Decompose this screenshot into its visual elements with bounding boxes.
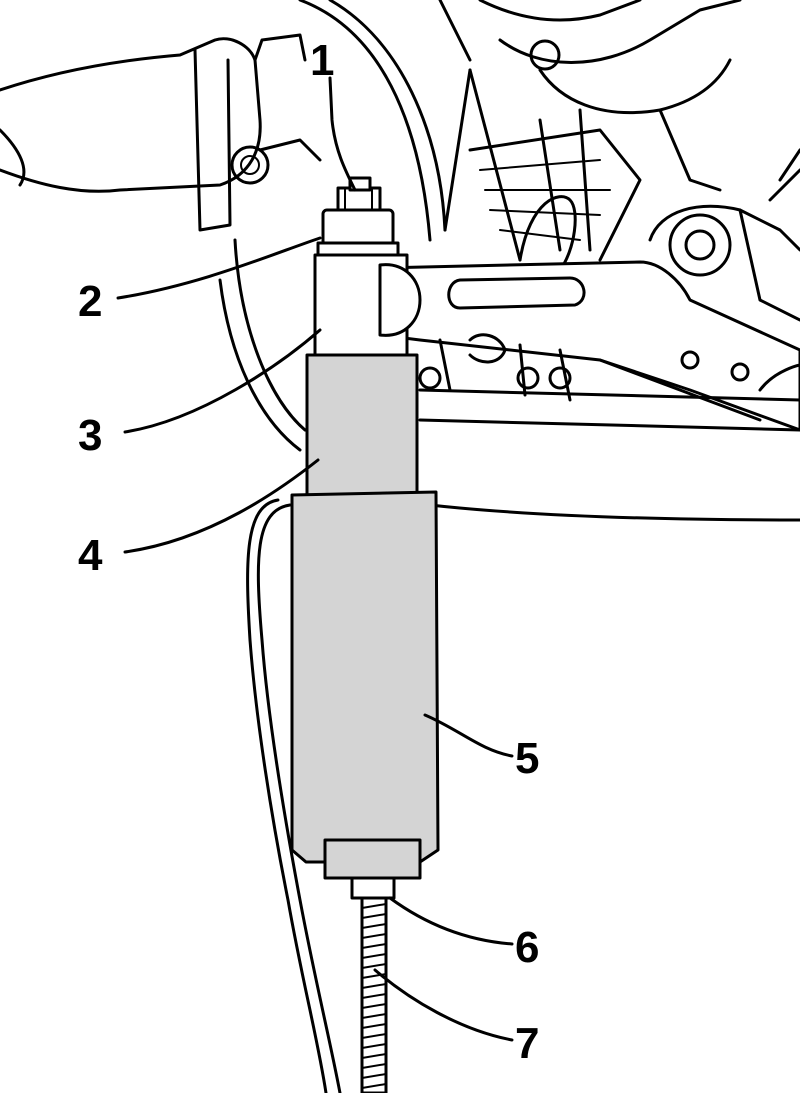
- threaded-rod: [360, 896, 388, 1093]
- main-cylinder: [290, 490, 440, 864]
- leader-2: [116, 236, 322, 300]
- leader-3: [123, 328, 322, 434]
- leader-lines: [116, 76, 514, 1042]
- spindle-section: [313, 253, 422, 357]
- leader-7: [373, 968, 514, 1042]
- upper-adapter: [316, 208, 400, 257]
- leader-5: [423, 713, 514, 758]
- leader-6: [388, 896, 514, 946]
- leader-1: [328, 76, 357, 192]
- callout-4: 4: [78, 531, 103, 580]
- callout-3: 3: [78, 411, 102, 460]
- spring-compressor-assembly: [246, 176, 440, 1093]
- bottom-cap: [323, 838, 422, 880]
- callout-2: 2: [78, 277, 102, 326]
- upper-cylinder: [305, 353, 419, 497]
- top-nut: [336, 176, 382, 212]
- callout-7: 7: [515, 1019, 539, 1068]
- bottom-nut: [350, 876, 396, 900]
- callout-1: 1: [310, 36, 334, 85]
- leader-4: [123, 458, 320, 554]
- callout-5: 5: [515, 734, 539, 783]
- vehicle-structure: [0, 0, 800, 522]
- callout-labels: 1 2 3 4 5 6 7: [78, 36, 539, 1068]
- callout-6: 6: [515, 923, 539, 972]
